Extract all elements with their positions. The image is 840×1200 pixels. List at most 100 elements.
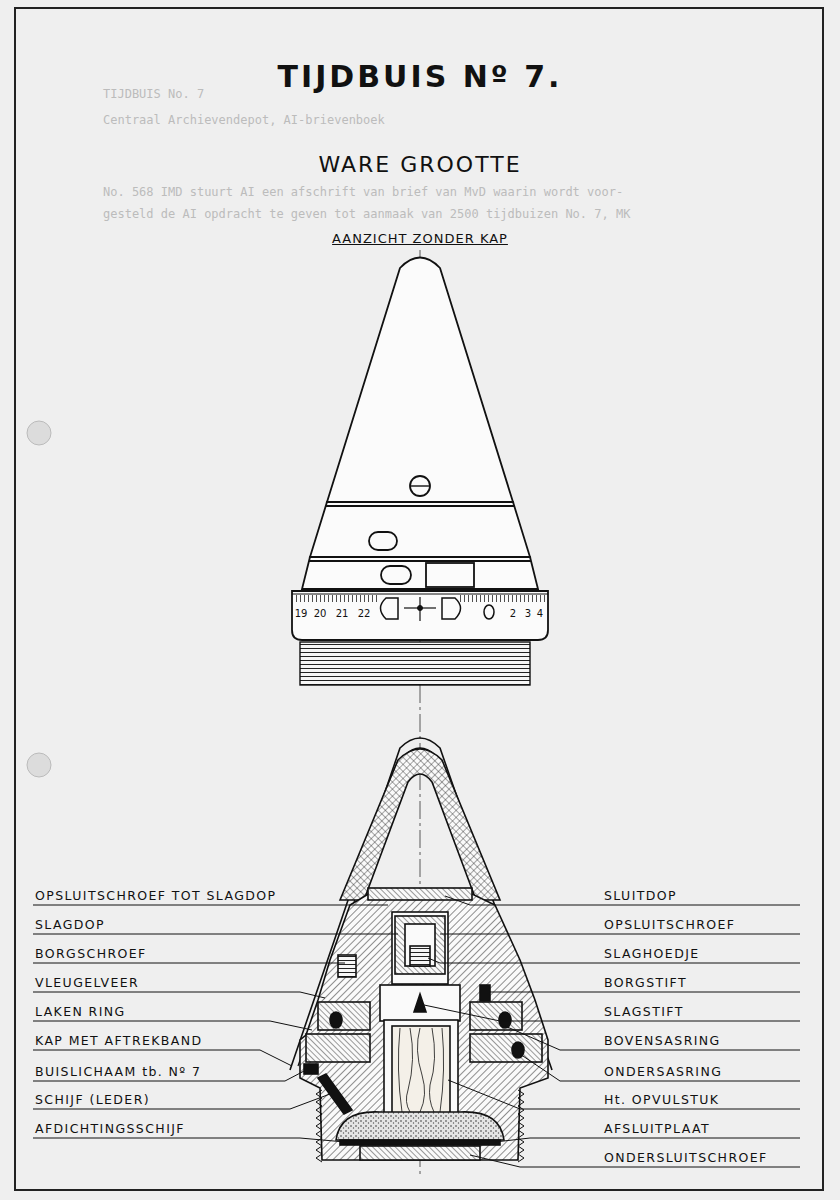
lower-ring: [306, 1034, 370, 1062]
watermark-note: No. 568 IMD stuurt AI een afschrift van …: [103, 186, 623, 198]
scale-number: 2: [510, 609, 516, 619]
firing-chamber: [380, 985, 460, 1021]
diagram-title: TIJDBUIS Nº 7.: [278, 62, 563, 92]
part-label: BORGSTIFT: [604, 977, 687, 990]
leader-line: [424, 1005, 800, 1021]
leader-line: [33, 1021, 312, 1030]
closing-cap: [368, 888, 472, 900]
part-label: SLUITDOP: [604, 890, 677, 903]
part-label: SCHIJF (LEDER): [35, 1094, 150, 1107]
firing-pin: [414, 994, 426, 1012]
screw-thread: [300, 642, 530, 685]
thread: [316, 1090, 322, 1162]
scale-number: 19: [295, 609, 308, 619]
scale-ticks: [296, 595, 380, 602]
band-line: [309, 560, 531, 562]
leader-line: [448, 1080, 800, 1109]
view-caption: AANZICHT ZONDER KAP: [330, 232, 510, 245]
felt-ring: [304, 1064, 318, 1074]
closing-plate: [340, 1140, 500, 1145]
time-ring: [292, 591, 548, 640]
watermark-note: Centraal Archievendepot, AI-brievenboek: [103, 114, 385, 126]
cavity: [392, 912, 448, 984]
punch-hole: [27, 421, 51, 445]
part-label: KAP MET AFTREKBAND: [35, 1035, 203, 1048]
leader-line: [33, 934, 398, 935]
watermark-note: TIJDBUIS No. 7: [103, 88, 204, 100]
fuze-body: [300, 893, 548, 1160]
leader-line: [520, 1054, 800, 1081]
powder-channel: [330, 1012, 342, 1028]
leader-line: [33, 1094, 330, 1109]
part-label: OPSLUITSCHROEF: [604, 919, 735, 932]
leader-line: [440, 934, 800, 935]
fuze-cone: [327, 258, 513, 503]
part-label: ONDERSLUITSCHROEF: [604, 1152, 768, 1165]
wood-filler: [392, 1026, 450, 1114]
scale-number: 22: [358, 609, 371, 619]
window: [426, 563, 474, 587]
leader-line: [490, 992, 800, 993]
scale-number: 3: [525, 609, 531, 619]
index-mark: [442, 598, 461, 619]
cap-crown: [340, 749, 500, 900]
percussion-cap: [410, 946, 430, 966]
leader-line: [33, 905, 388, 906]
leader-line: [505, 1026, 800, 1050]
leader-line: [33, 963, 345, 964]
bottom-screw: [360, 1146, 480, 1160]
part-label: SLAGHOEDJE: [604, 948, 700, 961]
leader-line: [495, 1138, 800, 1142]
safety-pin: [480, 985, 490, 1001]
scale-number: 21: [336, 609, 349, 619]
section-view: [290, 738, 552, 1162]
leader-line: [33, 1138, 345, 1142]
punch-hole: [27, 753, 51, 777]
powder-channel: [499, 1012, 511, 1028]
upper-ring: [318, 1002, 370, 1030]
screw-bore: [405, 924, 435, 966]
scale-number: 20: [314, 609, 327, 619]
part-label: Ht. OPVULSTUK: [604, 1094, 719, 1107]
fuze-band: [302, 557, 538, 589]
ring-line: [292, 594, 548, 595]
slot: [369, 532, 397, 550]
setting-hole: [484, 605, 494, 619]
index-dot: [418, 606, 423, 611]
lock-screw: [338, 955, 356, 977]
vent-hole: [410, 476, 430, 496]
sheet-border: [15, 8, 823, 1190]
filler-cavity: [384, 1020, 458, 1116]
scale-number: 4: [537, 609, 543, 619]
band-line: [326, 505, 514, 507]
wood-grain: [398, 1028, 443, 1112]
scale-note: WARE GROOTTE: [318, 154, 521, 176]
thread: [518, 1090, 524, 1162]
part-label: AFDICHTINGSSCHIJF: [35, 1123, 185, 1136]
powder-charge: [336, 1112, 504, 1140]
part-label: AFSLUITPLAAT: [604, 1123, 710, 1136]
time-scale: [296, 595, 546, 621]
part-label: ONDERSASRING: [604, 1066, 722, 1079]
watermark-note: gesteld de AI opdracht te geven tot aanm…: [103, 208, 630, 220]
lower-ring: [470, 1034, 542, 1062]
part-label: SLAGSTIFT: [604, 1006, 684, 1019]
part-label: SLAGDOP: [35, 919, 105, 932]
index-mark: [381, 598, 399, 619]
part-label: LAKEN RING: [35, 1006, 126, 1019]
scale-ticks: [460, 595, 546, 602]
outside-view: [292, 258, 548, 686]
slot: [381, 566, 411, 584]
part-label: BUISLICHAAM tb. Nº 7: [35, 1066, 201, 1079]
part-label: VLEUGELVEER: [35, 977, 139, 990]
retaining-screw: [395, 916, 445, 974]
fuze-band: [310, 502, 530, 557]
leader-line: [33, 992, 325, 998]
leader-line: [33, 1050, 292, 1066]
part-label: BOVENSASRING: [604, 1035, 721, 1048]
leather-washer: [318, 1074, 352, 1114]
part-label: BORGSCHROEF: [35, 948, 147, 961]
leader-lines: [33, 896, 800, 1167]
